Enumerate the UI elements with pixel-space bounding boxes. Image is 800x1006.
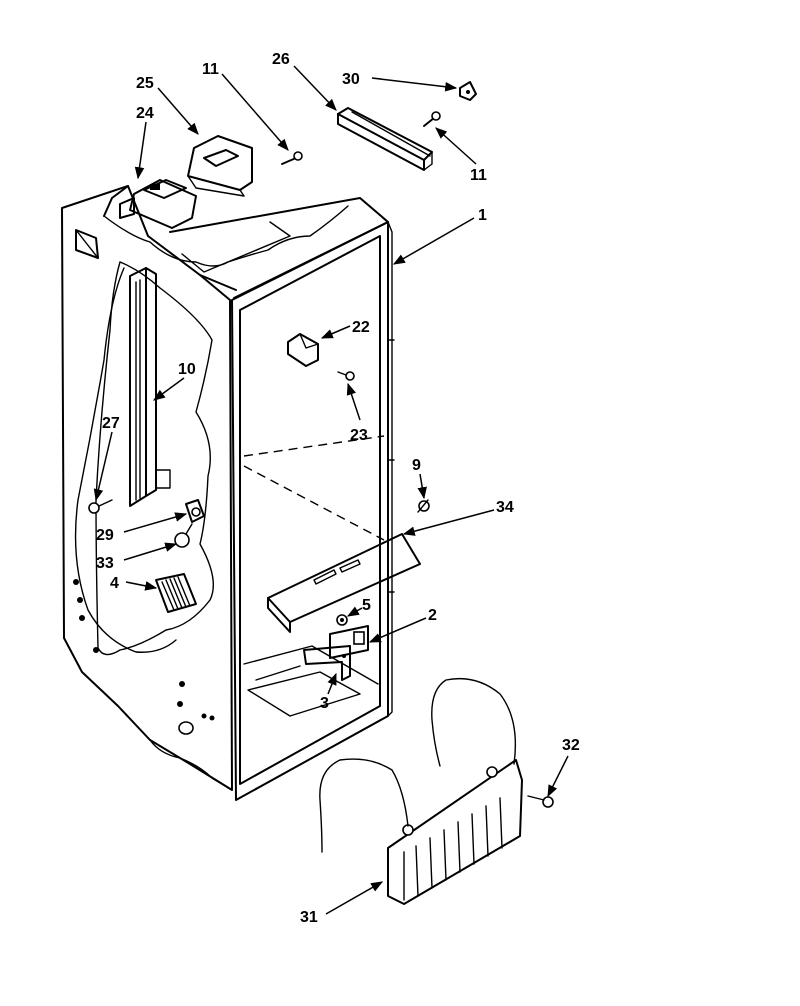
nut-5 [336,614,348,626]
callout-9: 9 [412,457,421,474]
callout-23: 23 [350,427,368,444]
clip-29 [185,499,205,523]
callout-2: 2 [428,607,437,624]
callout-33: 33 [96,555,114,572]
callout-27: 27 [102,415,120,432]
callout-11-left: 11 [202,61,219,78]
callout-3: 3 [320,695,329,712]
callout-1: 1 [478,207,487,224]
callout-leaders [93,65,569,915]
callout-26: 26 [272,51,290,68]
clip-30 [459,81,477,101]
grille-4 [155,573,197,613]
screw-11-right [423,111,441,127]
screw-32 [527,795,554,808]
screw-9 [417,499,430,513]
screw-23 [337,371,355,381]
switch-bracket [187,135,253,197]
callout-34: 34 [496,499,514,516]
callout-25: 25 [136,75,154,92]
shelf-bracket-34 [267,533,421,633]
rail-26 [337,107,433,171]
callout-11-right: 11 [470,167,487,184]
callout-29: 29 [96,527,114,544]
lamp-33 [174,523,193,548]
screw-27 [88,499,113,514]
bracket-22 [287,333,319,367]
bracket-2 [329,625,369,659]
plate-3 [303,645,351,681]
vertical-rail [74,267,177,653]
callout-5: 5 [362,597,371,614]
callout-22: 22 [352,319,370,336]
callout-4: 4 [110,575,119,592]
callout-31: 31 [300,909,318,926]
callout-10: 10 [178,361,196,378]
callout-24: 24 [136,105,154,122]
callout-30: 30 [342,71,360,88]
switch-housing [119,179,197,229]
callout-labels: 25 24 11 26 30 11 1 22 23 10 27 29 33 4 … [96,51,580,926]
screw-11-left [281,151,303,165]
heater-assembly-31 [319,677,523,905]
callout-32: 32 [562,737,580,754]
cabinet-liner [61,185,395,801]
